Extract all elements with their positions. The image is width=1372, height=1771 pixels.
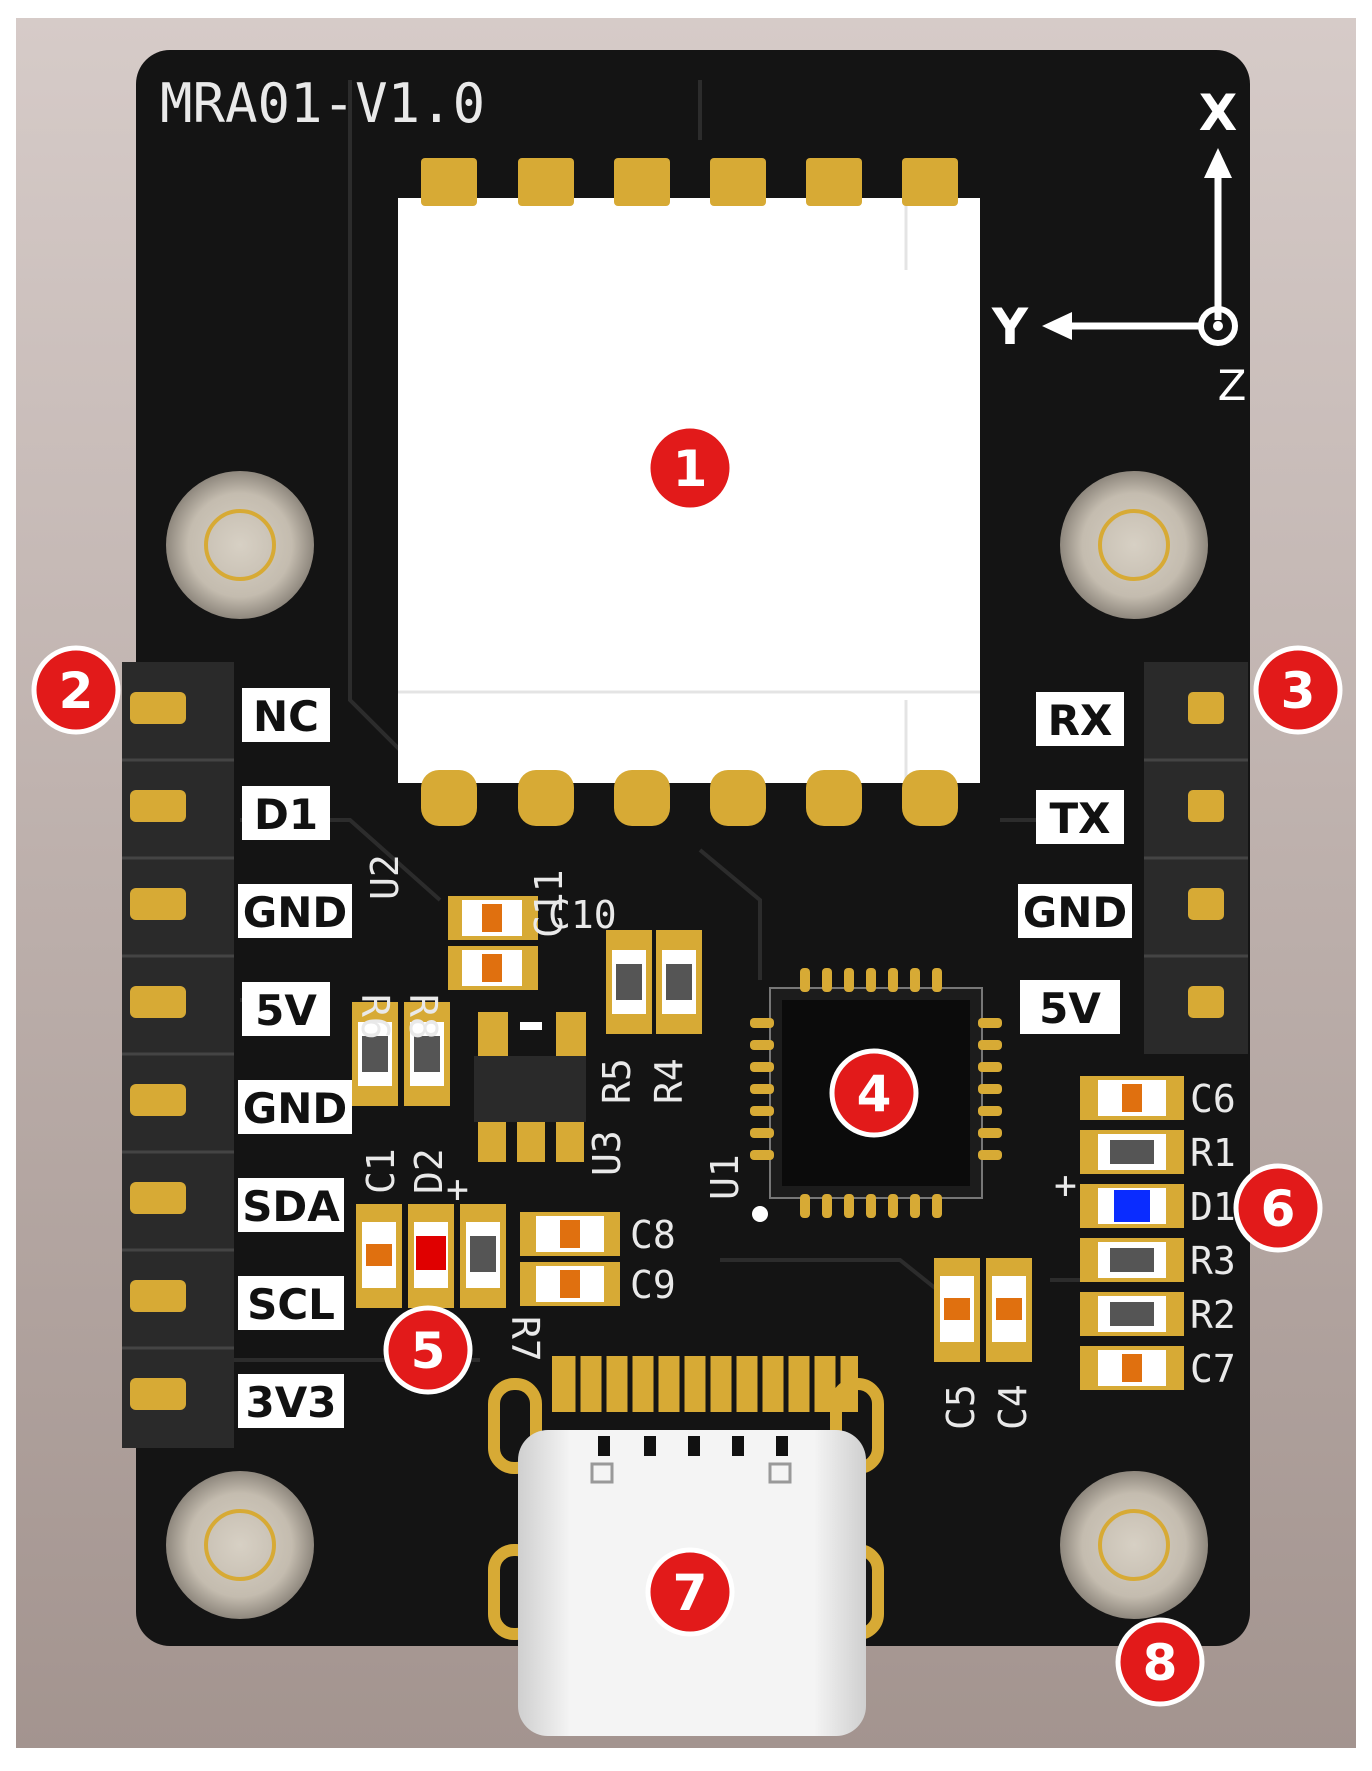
right-header-pins (1188, 692, 1224, 1018)
mounting-hole-icon (1060, 471, 1208, 619)
callout-number: 5 (411, 1322, 446, 1380)
left-pin-labels: NC D1 GND 5V GND SDA SCL 3V3 (238, 688, 352, 1428)
mounting-hole-icon (1060, 1471, 1208, 1619)
callout-4: 4 (829, 1048, 919, 1138)
y-axis-label: Y (991, 298, 1029, 356)
sensor-module (398, 158, 980, 826)
pin-label-5v: 5V (255, 986, 317, 1035)
callout-2: 2 (31, 645, 121, 735)
right-pin-labels: RX TX GND 5V (1018, 692, 1132, 1034)
callout-number: 1 (673, 440, 708, 498)
ref-r4: R4 (647, 1058, 691, 1104)
pin1-marker-icon (752, 1206, 768, 1222)
callout-number: 6 (1261, 1180, 1296, 1238)
ref-c9: C9 (630, 1263, 676, 1307)
right-pin-header (1144, 662, 1248, 1054)
ref-c7: C7 (1190, 1347, 1236, 1391)
callout-1: 1 (645, 423, 735, 513)
pin-label-gnd-right: GND (1023, 888, 1128, 937)
ref-c4: C4 (991, 1384, 1035, 1430)
u1-pads (750, 968, 1002, 1218)
pin-label-5v-right: 5V (1039, 984, 1101, 1033)
plus-d1: + (1054, 1163, 1077, 1207)
pin-label-nc: NC (253, 692, 319, 741)
ref-d1: D1 (1190, 1185, 1236, 1229)
ref-d2: D2 (407, 1148, 451, 1194)
module-bottom-pads (421, 770, 958, 826)
ref-r3: R3 (1190, 1239, 1236, 1283)
x-axis-label: X (1199, 84, 1238, 142)
callout-number: 2 (59, 662, 94, 720)
left-header-pins (130, 692, 186, 1410)
module-top-pads (421, 158, 958, 206)
ref-c11: C11 (527, 869, 571, 938)
callout-8: 8 (1115, 1617, 1205, 1707)
callout-number: 4 (857, 1065, 892, 1123)
ref-r8: R8 (401, 994, 445, 1040)
pin-label-sda: SDA (242, 1182, 340, 1231)
left-pin-header (122, 662, 234, 1448)
y-arrow-icon (1042, 312, 1072, 340)
pin-label-rx: RX (1048, 696, 1113, 745)
ref-r5: R5 (595, 1058, 639, 1104)
ref-r2: R2 (1190, 1293, 1236, 1337)
callout-number: 3 (1281, 662, 1316, 720)
ref-r6: R6 (353, 994, 397, 1040)
callout-5: 5 (383, 1305, 473, 1395)
mounting-holes (166, 471, 1208, 1619)
ref-c8: C8 (630, 1213, 676, 1257)
ref-c1: C1 (359, 1148, 403, 1194)
smd-cluster-left (352, 896, 702, 1308)
ref-u1: U1 (703, 1154, 747, 1200)
ref-u2: U2 (363, 854, 407, 900)
axis-indicator: X Y Z (991, 84, 1247, 410)
pin-label-d1: D1 (254, 790, 318, 839)
smd-right-column (1080, 1076, 1184, 1390)
ref-r7: R7 (503, 1316, 547, 1362)
callout-number: 7 (673, 1564, 708, 1622)
pin-label-3v3: 3V3 (246, 1378, 337, 1427)
reference-designators: U2 R6 R8 C10 C11 R5 R4 U3 U1 C1 D2 + R7 … (353, 854, 1236, 1430)
board-version-label: MRA01-V1.0 (160, 72, 485, 135)
callout-3: 3 (1253, 645, 1343, 735)
pin-label-gnd-2: GND (243, 1084, 348, 1133)
callout-number: 8 (1143, 1634, 1178, 1692)
plus-d2: + (446, 1167, 469, 1211)
pin-label-scl: SCL (247, 1280, 335, 1329)
ref-u3: U3 (585, 1130, 629, 1176)
z-axis-dot-icon (1213, 321, 1223, 331)
callouts: 1 2 3 4 5 6 7 (31, 423, 1343, 1707)
ref-c6: C6 (1190, 1077, 1236, 1121)
x-arrow-icon (1204, 148, 1232, 178)
pin-label-gnd: GND (243, 888, 348, 937)
z-axis-circle-icon (1198, 306, 1238, 346)
mounting-hole-icon (166, 1471, 314, 1619)
ref-r1: R1 (1190, 1131, 1236, 1175)
smd-c5-c4 (934, 1258, 1032, 1362)
callout-6: 6 (1233, 1163, 1323, 1253)
z-axis-label: Z (1218, 361, 1247, 410)
mounting-hole-icon (166, 471, 314, 619)
pin-label-tx: TX (1049, 794, 1110, 843)
ref-c5: C5 (939, 1384, 983, 1430)
callout-7: 7 (645, 1547, 735, 1637)
ref-c10: C10 (548, 893, 617, 937)
